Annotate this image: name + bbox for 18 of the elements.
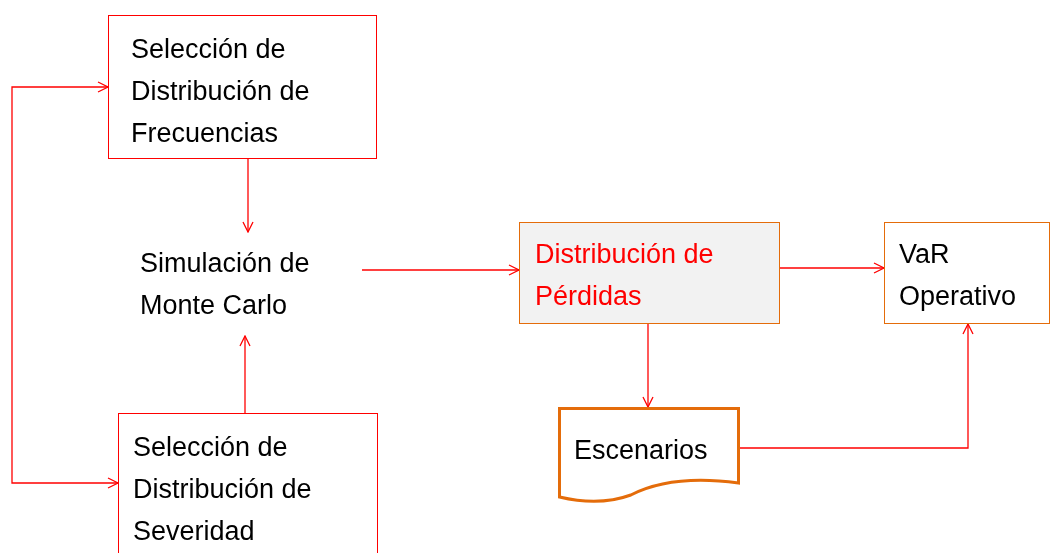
process-box xyxy=(519,222,780,324)
arrow xyxy=(642,323,654,408)
node-label: Selección de Distribución de Severidad xyxy=(133,431,313,548)
document-shape xyxy=(558,407,740,503)
arrow xyxy=(779,262,885,274)
arrow xyxy=(242,158,254,233)
arrow xyxy=(11,81,119,489)
node-label: Distribución de Pérdidas xyxy=(535,238,715,313)
process-box xyxy=(108,15,377,159)
node-label: VaR Operativo xyxy=(899,238,1018,313)
node-label: Selección de Distribución de Frecuencias xyxy=(131,33,311,150)
arrow xyxy=(239,335,251,414)
node-label: Escenarios xyxy=(574,434,709,467)
process-box xyxy=(884,222,1050,324)
node-label: Simulación de Monte Carlo xyxy=(140,247,311,322)
arrow xyxy=(739,323,974,449)
arrow xyxy=(361,264,520,276)
process-box xyxy=(118,413,378,553)
